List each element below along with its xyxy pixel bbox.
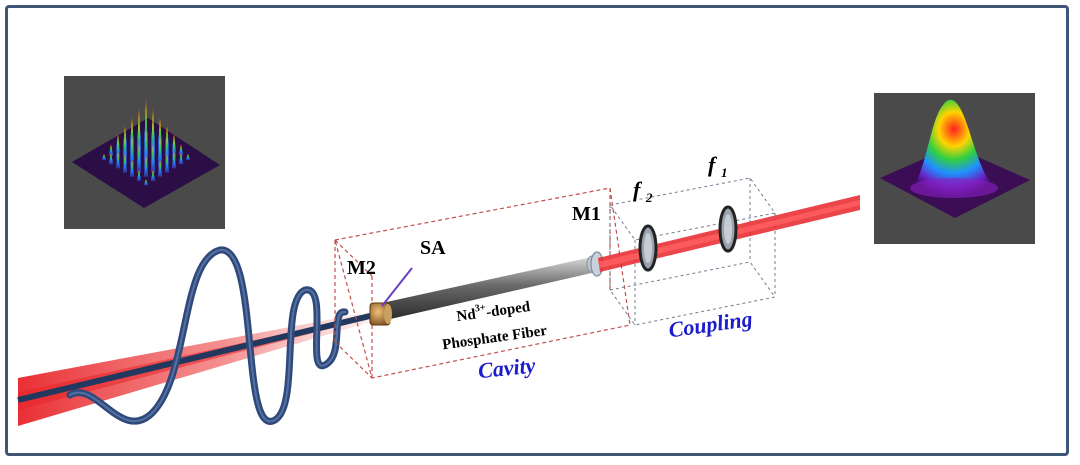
spike [101,154,107,160]
spike [185,154,191,160]
multimode-profile-inset [64,76,225,229]
lens-f1 [718,205,738,253]
input-beam [17,312,371,426]
spike [150,141,156,173]
spike [157,134,163,169]
spike [108,152,114,165]
outer-frame [5,5,1069,456]
label-m2: M2 [347,257,376,279]
sa-pointer [381,267,413,307]
label-f1-main: f [708,152,718,177]
gaussian-profile-inset [874,93,1035,244]
fiber-line2: Phosphate Fiber [441,323,548,354]
saturable-absorber [369,302,392,326]
lens-f2 [638,224,658,272]
label-cavity: Cavity [477,352,537,383]
label-sa: SA [420,237,446,259]
spike [150,116,156,165]
spike [108,144,114,156]
spike [143,154,149,177]
spike [164,152,170,173]
label-f1-sub: 1 [721,165,728,180]
spike [150,169,156,181]
spike [143,179,149,186]
spike [122,133,128,165]
spike [136,141,142,173]
label-f2-sub: 2 [645,190,653,205]
spike-grid [101,98,191,186]
label-coupling: Coupling [667,306,754,342]
spike [115,150,121,169]
spike [178,144,184,156]
spike [115,137,121,160]
spike [129,134,135,169]
label-f2-main: f [633,177,643,202]
spike [129,159,135,177]
spike [157,159,163,177]
spike [171,150,177,169]
label-f2: f 2 [633,177,653,205]
spike [143,126,149,169]
spike [136,116,142,165]
spike [164,133,170,165]
spike [171,137,177,160]
spike [136,169,142,181]
spike [178,152,184,165]
label-f1: f 1 [708,152,728,180]
label-m1: M1 [572,203,601,225]
spike [122,152,128,173]
fiber-line1: Nd3+-doped [455,296,532,325]
